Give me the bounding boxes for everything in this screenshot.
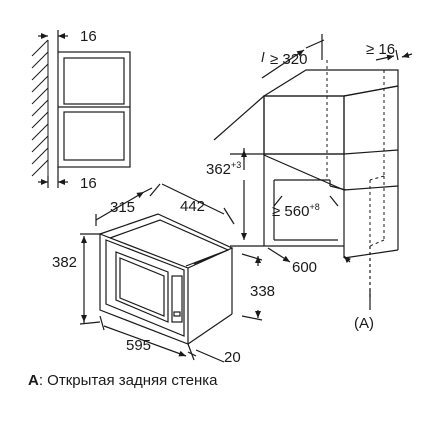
dim-wall-gap-bottom: 16	[80, 175, 97, 192]
side-view	[31, 30, 131, 188]
dim-appliance-depth: 315	[110, 199, 135, 216]
dim-appliance-body-height: 338	[250, 283, 275, 300]
dim-appliance-height: 382	[52, 254, 77, 271]
dim-niche-depth: ≥ 320	[270, 51, 307, 68]
niche-cabinet	[213, 34, 413, 310]
legend-key: A	[28, 372, 39, 389]
legend-text: : Открытая задняя стенка	[38, 372, 218, 389]
dim-niche-width: ≥ 560+8	[272, 202, 320, 220]
label-point-a: (A)	[354, 315, 374, 332]
side-cabinet	[57, 51, 131, 168]
dim-niche-height: 362+3	[206, 160, 241, 178]
dim-appliance-width-front: 595	[126, 337, 151, 354]
dim-niche-cabinet-depth: 600	[292, 259, 317, 276]
legend-caption: A: Открытая задняя стенка	[28, 372, 217, 389]
dim-appliance-frame-depth: 20	[224, 349, 241, 366]
wall-hatch	[31, 39, 49, 177]
dim-niche-back-gap: ≥ 16	[366, 41, 395, 58]
appliance	[79, 183, 263, 363]
dim-appliance-width-top: 442	[180, 198, 205, 215]
dim-wall-gap-top: 16	[80, 28, 97, 45]
